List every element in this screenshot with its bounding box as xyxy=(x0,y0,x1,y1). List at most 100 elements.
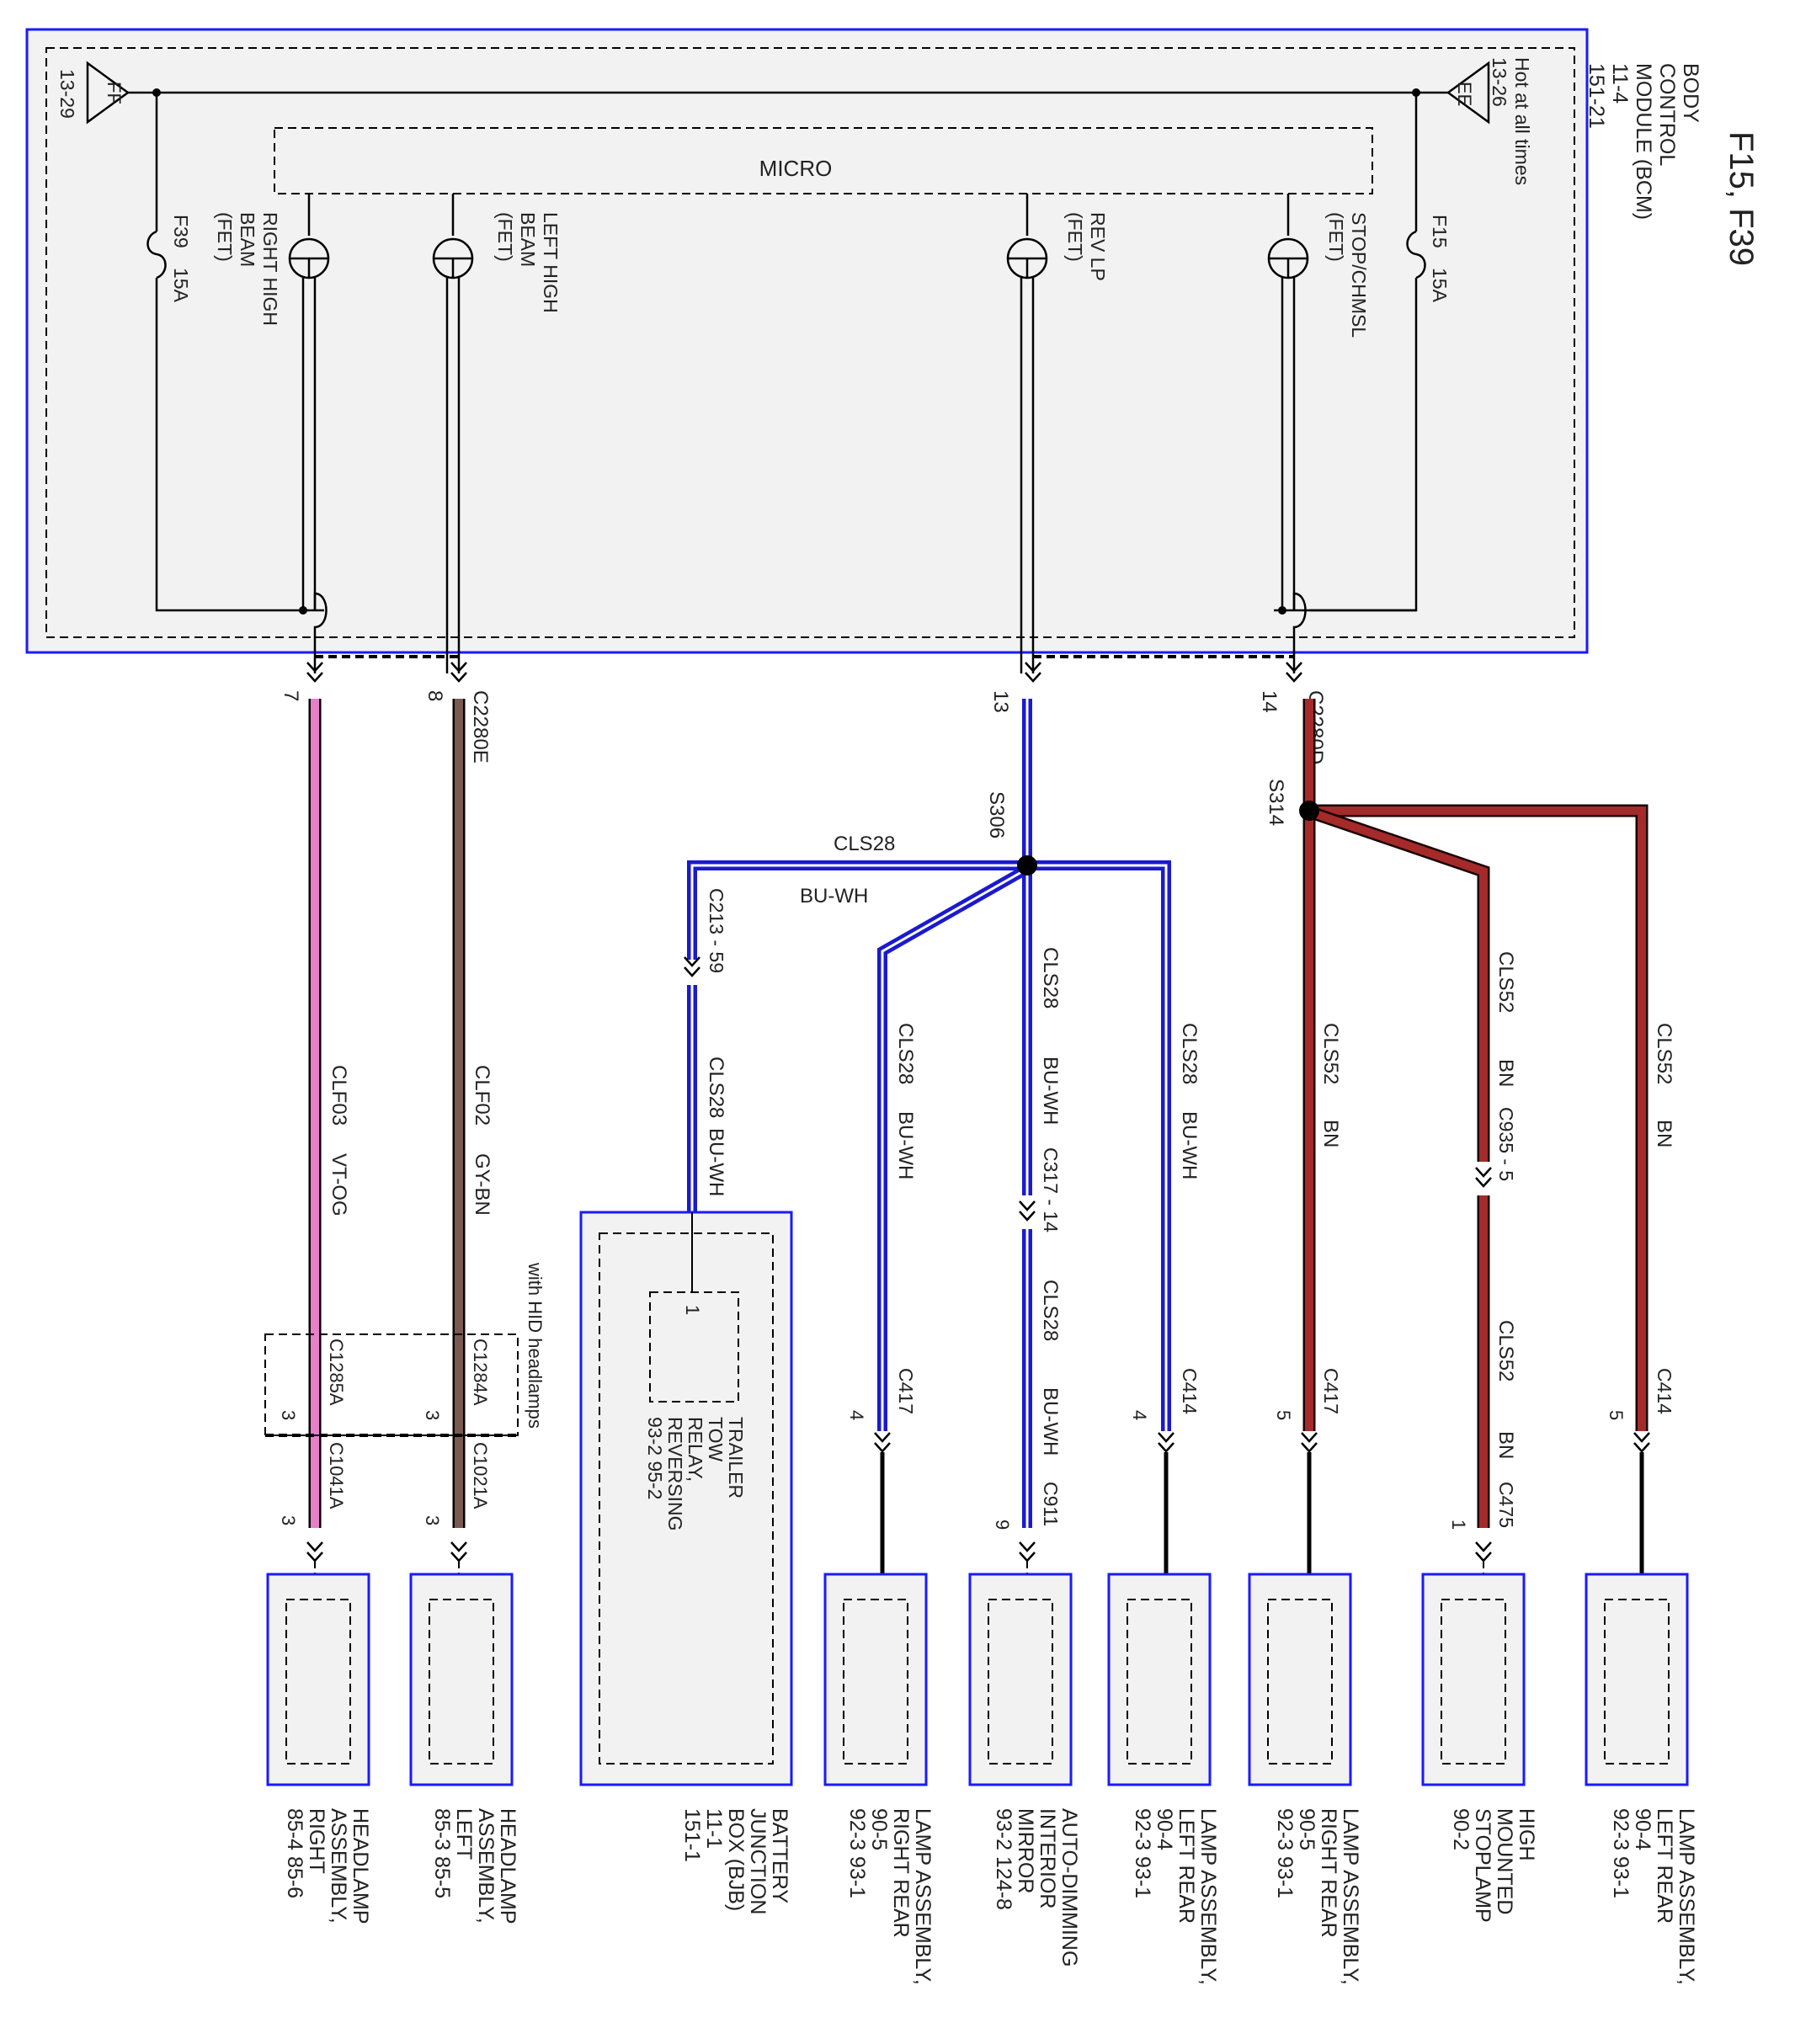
svg-text:ASSEMBLY,: ASSEMBLY, xyxy=(327,1808,350,1924)
svg-text:BU-WH: BU-WH xyxy=(894,1111,917,1179)
svg-text:4: 4 xyxy=(1129,1410,1150,1420)
svg-text:93-2 95-2: 93-2 95-2 xyxy=(644,1417,666,1499)
svg-text:BU-WH: BU-WH xyxy=(1039,1057,1062,1125)
svg-text:CLS28: CLS28 xyxy=(834,833,895,855)
svg-text:3: 3 xyxy=(278,1515,299,1525)
svg-text:F39: F39 xyxy=(170,215,192,248)
connector-c935: C935 - 5 xyxy=(1474,1107,1517,1188)
svg-text:CLS28: CLS28 xyxy=(1178,1023,1201,1084)
svg-text:LAMP ASSEMBLY,: LAMP ASSEMBLY, xyxy=(911,1808,935,1985)
svg-text:CLS52: CLS52 xyxy=(1319,1023,1342,1084)
splice-s314 xyxy=(1299,801,1319,821)
svg-text:(FET): (FET) xyxy=(214,212,236,262)
svg-text:1: 1 xyxy=(1448,1520,1469,1530)
svg-text:3: 3 xyxy=(422,1515,443,1525)
svg-text:BEAM: BEAM xyxy=(517,212,539,267)
hot-at-all-times: Hot at all times xyxy=(1511,57,1533,185)
svg-text:TRAILER: TRAILER xyxy=(725,1417,747,1498)
bjb-label: BATTERY JUNCTION BOX (BJB) 11-1 151-1 xyxy=(680,1808,791,1914)
svg-text:REVERSING: REVERSING xyxy=(664,1417,686,1530)
svg-text:(FET): (FET) xyxy=(1325,212,1347,262)
pin-13: 13 xyxy=(989,690,1012,713)
splice-s314-label: S314 xyxy=(1265,779,1287,826)
micro-block xyxy=(274,127,1373,194)
svg-text:MODULE (BCM): MODULE (BCM) xyxy=(1632,63,1655,220)
fuse-f39-label: F39 15A xyxy=(170,215,192,303)
component-mirror: AUTO-DIMMING INTERIOR MIRROR 93-2 124-8 xyxy=(968,1573,1081,1967)
connector-c213: C213 - 59 xyxy=(683,888,727,977)
svg-text:RELAY,: RELAY, xyxy=(684,1417,706,1482)
svg-text:EE: EE xyxy=(1454,82,1475,106)
wire-clf03: CLF03 VT-OG xyxy=(308,699,350,1528)
svg-text:85-4 85-6: 85-4 85-6 xyxy=(283,1808,306,1898)
svg-text:BN: BN xyxy=(1319,1120,1342,1147)
svg-text:BU-WH: BU-WH xyxy=(1178,1111,1201,1179)
svg-text:C1284A: C1284A xyxy=(470,1339,491,1406)
svg-text:5: 5 xyxy=(1606,1410,1627,1420)
svg-text:C414: C414 xyxy=(1654,1368,1675,1414)
svg-text:LEFT REAR: LEFT REAR xyxy=(1653,1808,1676,1924)
svg-text:RIGHT: RIGHT xyxy=(305,1808,328,1874)
svg-text:BOX (BJB): BOX (BJB) xyxy=(724,1808,748,1911)
svg-text:RIGHT HIGH: RIGHT HIGH xyxy=(259,212,281,326)
svg-text:CLF02: CLF02 xyxy=(471,1065,493,1126)
svg-text:CLS52: CLS52 xyxy=(1494,951,1517,1013)
ground-ee-icon: EE 13-26 xyxy=(1446,61,1490,125)
svg-text:C1285A: C1285A xyxy=(326,1339,347,1406)
svg-text:93-2 124-8: 93-2 124-8 xyxy=(992,1808,1015,1910)
ground-ff-icon: FF xyxy=(86,61,130,125)
svg-text:C414: C414 xyxy=(1179,1368,1201,1414)
wire-clf02: CLF02 GY-BN xyxy=(452,699,493,1528)
splice-s306 xyxy=(1017,855,1037,876)
svg-text:C317 - 14: C317 - 14 xyxy=(1040,1147,1062,1232)
svg-text:AUTO-DIMMING: AUTO-DIMMING xyxy=(1057,1808,1081,1967)
wire-cls52: CLS52 BN CLS52 BN CLS52 BN CLS52 BN xyxy=(1302,699,1675,1528)
pin-1-relay: 1 xyxy=(682,1305,703,1315)
svg-text:FF: FF xyxy=(104,82,125,104)
svg-text:C1021A: C1021A xyxy=(470,1442,491,1509)
svg-text:BN: BN xyxy=(1653,1120,1675,1147)
svg-text:GY-BN: GY-BN xyxy=(471,1153,493,1216)
fet-stop-chmsl-label: STOP/CHMSL (FET) xyxy=(1325,212,1370,338)
svg-text:MOUNTED: MOUNTED xyxy=(1493,1808,1516,1914)
micro-label: MICRO xyxy=(759,156,833,181)
bcm-module: BODY CONTROL MODULE (BCM) 11-4 151-21 Ho… xyxy=(25,28,1702,673)
pin-8: 8 xyxy=(423,690,446,701)
svg-text:VT-OG: VT-OG xyxy=(328,1153,350,1216)
svg-text:(FET): (FET) xyxy=(494,212,516,262)
svg-text:LEFT: LEFT xyxy=(452,1808,476,1860)
component-headlamp-left: HEADLAMP ASSEMBLY, LEFT 85-3 85-5 xyxy=(409,1573,519,1924)
svg-text:CLS28: CLS28 xyxy=(705,1057,727,1118)
fet-rev-lp-label: REV LP (FET) xyxy=(1064,212,1109,281)
svg-text:ASSEMBLY,: ASSEMBLY, xyxy=(474,1808,498,1924)
svg-text:BU-WH: BU-WH xyxy=(1039,1387,1062,1456)
component-lamp-lr-stop: LAMP ASSEMBLY, LEFT REAR 90-4 92-3 93-1 xyxy=(1585,1573,1698,1985)
svg-text:LAMP ASSEMBLY,: LAMP ASSEMBLY, xyxy=(1675,1808,1698,1985)
component-lamp-rr-stop: LAMP ASSEMBLY, RIGHT REAR 90-5 92-3 93-1 xyxy=(1248,1573,1362,1985)
svg-text:BATTERY: BATTERY xyxy=(768,1808,791,1903)
svg-text:C213 - 59: C213 - 59 xyxy=(706,888,727,973)
svg-text:C417: C417 xyxy=(1320,1368,1342,1414)
svg-text:CLS52: CLS52 xyxy=(1653,1023,1675,1084)
hid-note: with HID headlamps xyxy=(525,1262,546,1429)
svg-text:C911: C911 xyxy=(1040,1482,1062,1526)
svg-text:RIGHT REAR: RIGHT REAR xyxy=(889,1808,913,1938)
svg-text:90-5: 90-5 xyxy=(867,1808,891,1850)
svg-text:HEADLAMP: HEADLAMP xyxy=(349,1808,372,1924)
svg-text:MIRROR: MIRROR xyxy=(1014,1808,1037,1893)
connector-c317: C317 - 14 xyxy=(1018,1147,1062,1232)
svg-text:11-4: 11-4 xyxy=(1608,63,1632,104)
svg-text:151-1: 151-1 xyxy=(680,1808,704,1862)
svg-text:92-3 93-1: 92-3 93-1 xyxy=(1273,1808,1297,1898)
svg-text:C417: C417 xyxy=(895,1368,917,1414)
pin-14: 14 xyxy=(1258,690,1281,713)
svg-text:C475: C475 xyxy=(1495,1482,1517,1528)
svg-text:TOW: TOW xyxy=(705,1417,727,1462)
svg-text:92-3 93-1: 92-3 93-1 xyxy=(1131,1808,1154,1898)
svg-text:CLS52: CLS52 xyxy=(1494,1320,1517,1381)
svg-text:BU-WH: BU-WH xyxy=(800,885,868,908)
component-headlamp-right: HEADLAMP ASSEMBLY, RIGHT 85-4 85-6 xyxy=(266,1573,372,1924)
svg-text:15A: 15A xyxy=(170,268,192,303)
svg-text:(FET): (FET) xyxy=(1064,212,1086,262)
